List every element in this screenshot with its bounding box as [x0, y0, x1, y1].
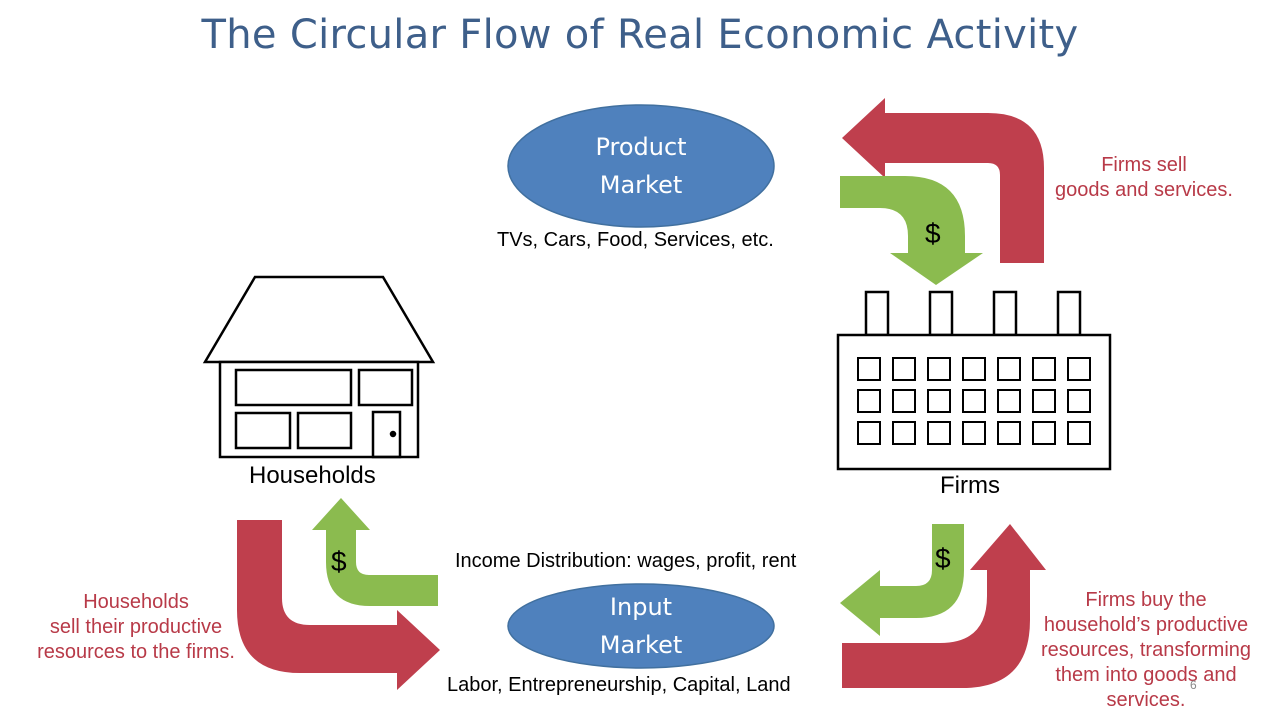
- payment-flow-arrow: [840, 524, 964, 636]
- purchase-flow-arrow: [842, 524, 1046, 688]
- factory-icon: [836, 290, 1112, 471]
- page-number: 6: [1190, 678, 1197, 692]
- revenue-flow-arrow: [840, 176, 983, 285]
- input-market-ellipse: [507, 583, 775, 669]
- resources-flow-arrow: [237, 520, 440, 690]
- product-market-label: Product Market: [595, 133, 687, 199]
- dollar-sign-right: $: [935, 543, 951, 574]
- firms-sell-note: Firms sell goods and services.: [1055, 154, 1233, 201]
- income-flow-arrow: [312, 498, 438, 606]
- dollar-sign-left: $: [331, 546, 347, 577]
- households-sell-note: Households sell their productive resourc…: [37, 591, 235, 663]
- dollar-sign-top: $: [925, 218, 941, 249]
- households-label: Households: [249, 462, 376, 489]
- input-market-label: Input Market: [599, 593, 683, 659]
- input-examples: Labor, Entrepreneurship, Capital, Land: [447, 674, 791, 696]
- firms-buy-note: Firms buy the household’s productive res…: [1040, 589, 1252, 711]
- goods-flow-arrow: [842, 98, 1044, 263]
- product-examples: TVs, Cars, Food, Services, etc.: [497, 229, 774, 251]
- income-distribution-label: Income Distribution: wages, profit, rent: [455, 550, 797, 572]
- household-icon: [202, 275, 436, 459]
- product-market-ellipse: [507, 104, 775, 228]
- slide-title: The Circular Flow of Real Economic Activ…: [201, 12, 1079, 58]
- firms-label: Firms: [940, 472, 1000, 499]
